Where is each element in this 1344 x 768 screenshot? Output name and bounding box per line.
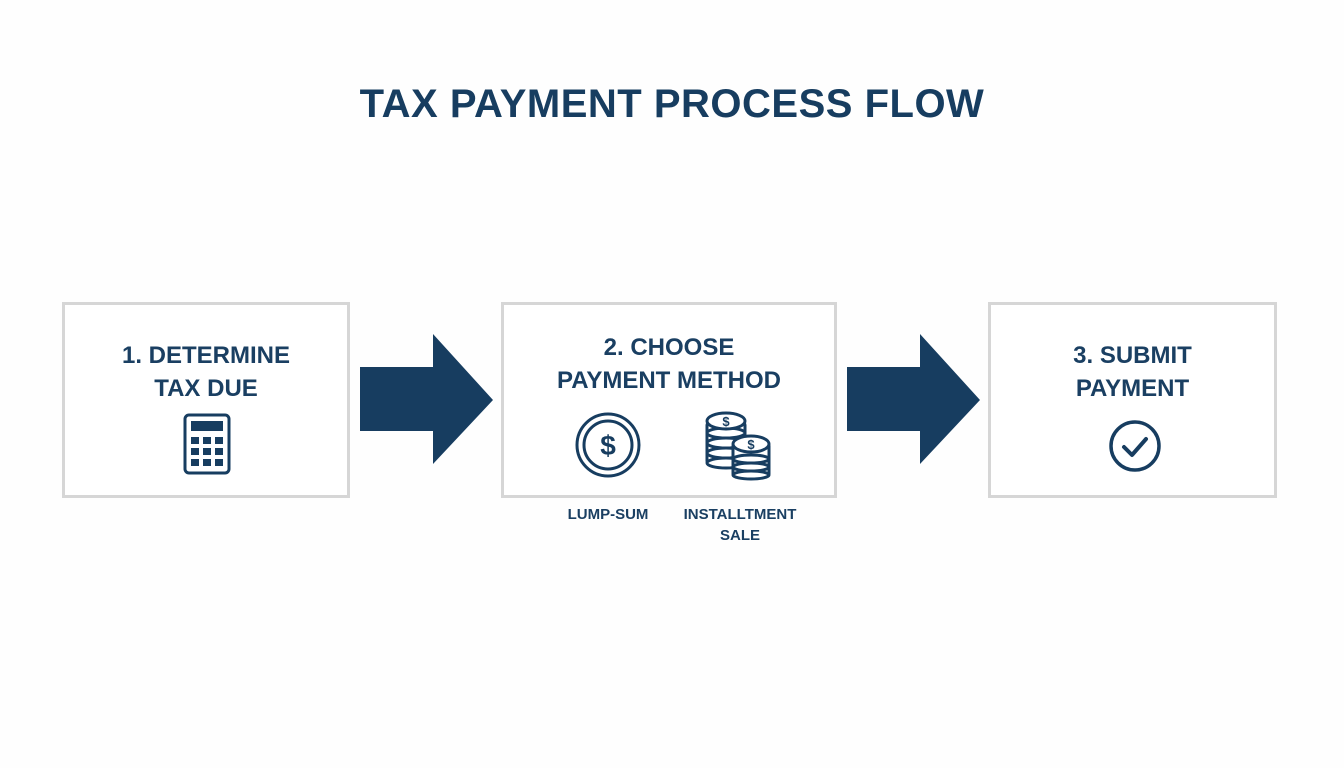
option-installment-label: INSTALLTMENT SALE [670,504,810,546]
step-3-label-line1: 3. SUBMIT [1073,342,1192,369]
step-1-label-line2: TAX DUE [154,375,258,402]
step-1-label-line1: 1. DETERMINE [121,342,291,369]
svg-text:$: $ [600,430,616,461]
coin-stacks-icon: $ $ [705,411,771,481]
option-lump-sum-label-line1: LUMP-SUM [567,506,649,523]
step-2-label-line2: PAYMENT METHOD [556,367,781,394]
svg-text:$: $ [722,414,730,429]
flow-arrow-1 [360,334,493,464]
option-installment-label-line1: INSTALLTMENT [683,506,797,523]
flow-arrow-2 [847,334,980,464]
step-choose-payment-method: 2. CHOOSE PAYMENT METHOD $ $ $ [501,302,837,498]
calculator-icon [183,413,231,475]
option-lump-sum-label: LUMP-SUM [548,504,668,525]
diagram-title: TAX PAYMENT PROCESS FLOW [359,82,985,126]
step-submit-payment: 3. SUBMIT PAYMENT [988,302,1277,498]
step-3-label-line2: PAYMENT [1075,375,1190,402]
step-3-label: 3. SUBMIT PAYMENT [991,339,1274,405]
step-2-label: 2. CHOOSE PAYMENT METHOD [504,331,834,397]
step-2-label-line1: 2. CHOOSE [603,334,735,361]
check-circle-icon [1109,420,1161,472]
step-determine-tax-due: 1. DETERMINE TAX DUE [62,302,350,498]
option-installment-label-line2: SALE [719,527,760,544]
step-1-label: 1. DETERMINE TAX DUE [65,339,347,405]
dollar-coin-icon: $ [575,412,641,478]
svg-text:$: $ [747,437,755,452]
